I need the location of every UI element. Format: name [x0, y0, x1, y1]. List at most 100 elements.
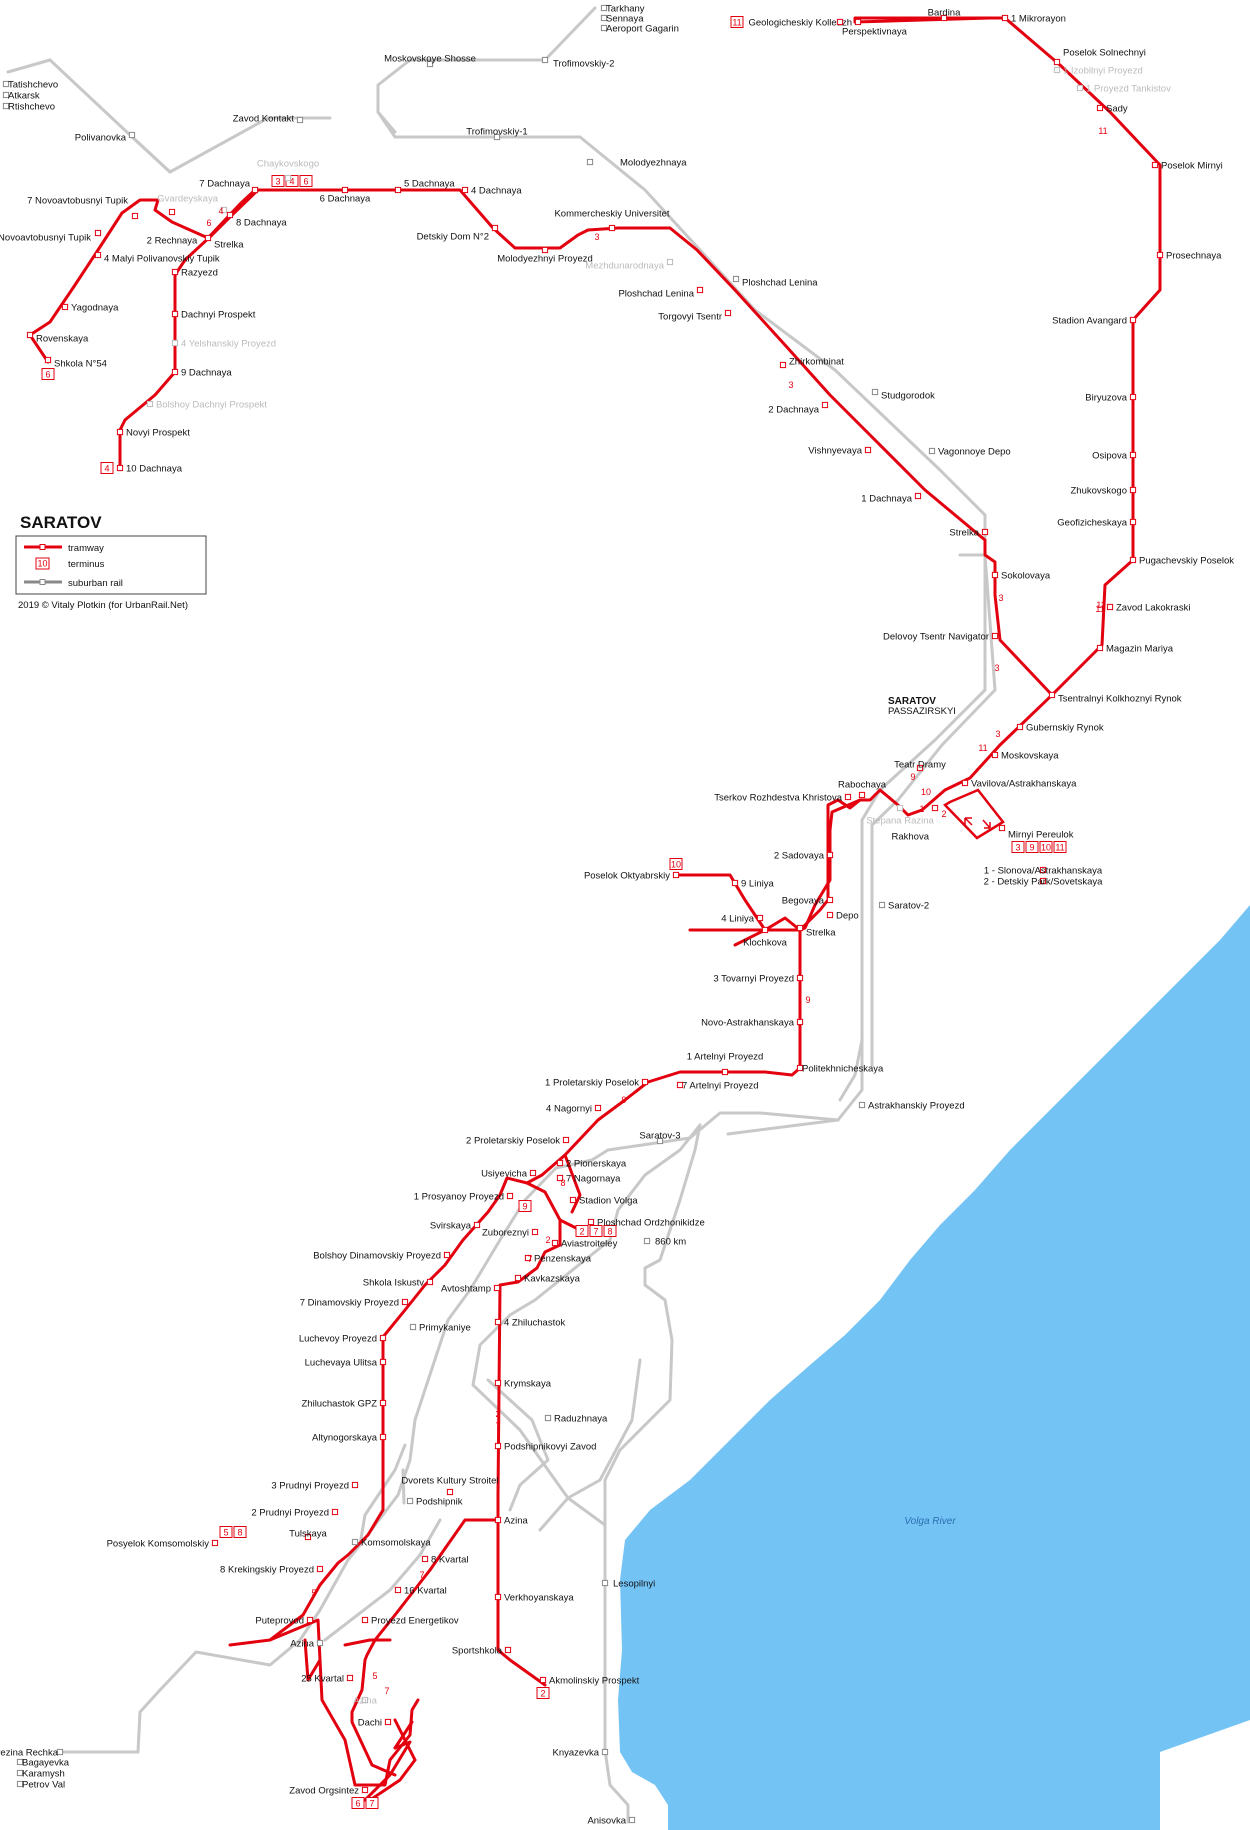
station-label: Avtoshtamp — [441, 1284, 491, 1295]
station-label: Bolshoy Dinamovskiy Proyezd — [313, 1251, 441, 1262]
station-marker — [600, 24, 608, 32]
station-label: Prosechnaya — [1166, 251, 1222, 262]
line-number: 4 — [218, 206, 223, 216]
station: Stadion Avangard — [1052, 316, 1137, 327]
station-marker — [446, 1488, 454, 1496]
station: Sokolovaya — [991, 571, 1051, 582]
station-label: Azina — [504, 1516, 528, 1527]
terminus-box — [233, 1526, 247, 1538]
terminus-box — [271, 175, 285, 187]
station: Saratov-3 — [639, 1131, 681, 1145]
line-number: 3 — [994, 663, 999, 673]
station-label: Podshipnikovyi Zavod — [504, 1442, 596, 1453]
station: 9 Liniya — [731, 879, 774, 890]
station: 2 Rechnaya — [147, 208, 198, 247]
station-label: Akmolinskiy Prospekt — [549, 1676, 640, 1687]
station-marker — [608, 224, 616, 232]
station: Ploshchad Lenina — [618, 286, 704, 300]
station: Gvardeyskaya — [157, 194, 228, 214]
station-marker — [171, 368, 179, 376]
station-marker — [331, 1508, 339, 1516]
station-label: 1 - Slonova/Astrakhanskaya — [984, 866, 1103, 877]
station: 1 Dachnaya — [861, 492, 922, 505]
station-marker — [171, 339, 179, 347]
station: 1 - Slonova/Astrakhanskaya — [984, 866, 1103, 877]
station-marker — [1129, 556, 1137, 564]
legend-terminus-box — [35, 557, 50, 570]
station: Bolshoy Dachnyi Prospekt — [146, 400, 267, 411]
station-label: Politekhnicheskaya — [802, 1064, 884, 1075]
station: Saratov-2 — [878, 901, 929, 912]
terminus-box — [603, 1225, 617, 1237]
station: Kommercheskiy Universitet — [554, 209, 670, 232]
station-marker — [539, 1676, 547, 1684]
station: Luchevoy Proyezd — [299, 1334, 387, 1345]
terminus-box — [730, 16, 744, 28]
station-label: Rabochaya — [838, 780, 887, 791]
station-marker — [491, 224, 499, 232]
station-label: 4 Malyi Polivanovskiy Tupik — [104, 254, 220, 265]
station: Zuboreznyi — [482, 1228, 539, 1239]
station: 860 km — [643, 1237, 686, 1248]
station-marker — [406, 1497, 414, 1505]
station-marker — [724, 309, 732, 317]
station: Aviastroiteley — [551, 1239, 618, 1250]
station-label: Komsomolskaya — [361, 1538, 431, 1549]
station-marker — [796, 974, 804, 982]
station-marker — [562, 1136, 570, 1144]
station: 5 Dachnaya — [394, 179, 455, 194]
station-marker — [494, 1442, 502, 1450]
station-marker — [494, 1379, 502, 1387]
line-number: 3 — [788, 380, 793, 390]
station: Geologicheskiy Kolledzh — [748, 18, 862, 29]
station: Poselok Oktyabrskiy — [584, 871, 680, 882]
station-marker — [1001, 14, 1009, 22]
station-label: Zavod Kontakt — [233, 114, 295, 125]
line-number: 1 — [919, 804, 924, 814]
station: Lesopilnyi — [601, 1579, 655, 1590]
legend-tram-stop — [39, 544, 46, 550]
mirnyi-loop — [943, 788, 1005, 840]
station-marker — [401, 1298, 409, 1306]
station-label: Azina — [353, 1696, 377, 1707]
station-marker — [94, 251, 102, 259]
station-marker — [443, 1251, 451, 1259]
station: Molodyezhnaya — [586, 158, 687, 169]
station-marker — [931, 804, 939, 812]
station-label: Zhukovskogo — [1070, 486, 1127, 497]
line-number: 7 — [419, 1570, 424, 1580]
station-marker — [628, 1816, 636, 1824]
station: Tatishchevo — [2, 80, 58, 91]
station-label: Posyelok Komsomolskiy — [107, 1539, 210, 1550]
station-marker — [826, 896, 834, 904]
station: 2 - Detskiy Park/Sovetskaya — [984, 877, 1104, 888]
station: 4 Zhiluchastok — [494, 1318, 566, 1329]
station: 4 Dachnaya — [461, 186, 522, 197]
station-label: Tatishchevo — [8, 80, 58, 91]
station: Shkola N°54 — [44, 356, 107, 370]
station: Dachnyi Prospekt — [171, 310, 256, 321]
station-marker — [569, 1196, 577, 1204]
station: Dvorets Kultury Stroitel — [401, 1476, 499, 1496]
line-number: 11 — [1096, 600, 1105, 610]
station-marker — [493, 1284, 501, 1292]
station-marker — [643, 1237, 651, 1245]
station-label: Vishnyevaya — [808, 446, 862, 457]
station-label: Novyi Prospekt — [126, 428, 190, 439]
station-label: Studgorodok — [881, 391, 935, 402]
station-label: Raduzhnaya — [554, 1414, 608, 1425]
station-marker — [351, 1538, 359, 1546]
station-marker — [896, 804, 904, 812]
station: Aeroport Gagarin — [600, 24, 679, 35]
station-marker — [16, 1758, 24, 1766]
station-marker — [586, 158, 594, 166]
station: Akmolinskiy Prospekt — [539, 1676, 640, 1687]
terminus-badge: 11 — [730, 16, 744, 28]
station-marker — [379, 1399, 387, 1407]
station-label: Proyezd Energetikov — [371, 1616, 459, 1627]
station-label: Karamysh — [22, 1769, 65, 1780]
main-station-line1: SARATOV — [888, 696, 936, 707]
station-marker — [1129, 451, 1137, 459]
station-label: 5 Dachnaya — [404, 179, 455, 190]
